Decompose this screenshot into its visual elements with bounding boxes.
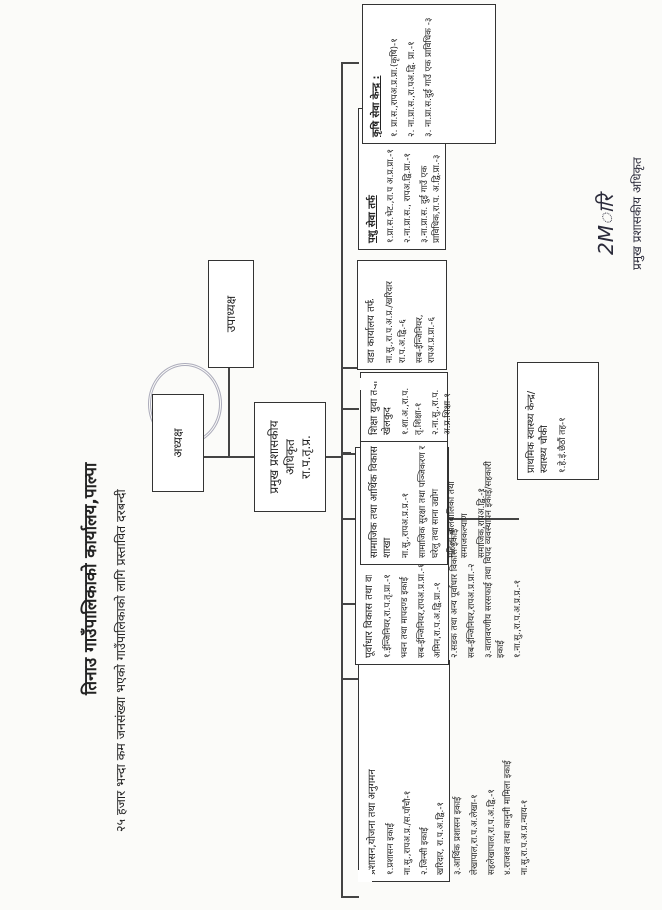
- unit-agri-list: १. प्रा.स.,रापअ.प्र.प्रा.(कृषि)-१ २. ना.प…: [389, 11, 435, 137]
- cao-line2: अधिकृत: [282, 439, 297, 475]
- unit-ward-box: वडा कार्यालय तर्फ ना.सु.,रा.प.अ.प्र./खरि…: [357, 260, 447, 370]
- unit-social-header: सामाजिक तथा आर्थिक विकास शाखा: [369, 446, 393, 558]
- staff-line: १.प्रशासन इकाई: [386, 823, 396, 875]
- cao-box: प्रमुख प्रशासकीय अधिकृत रा.प.तृ.प्र.: [254, 402, 326, 512]
- unit-education-list: १.शा.अ.,रा.प. तृ.शिक्षा-१ २.ना.सु.,रा.प. …: [400, 379, 455, 435]
- unit-health-box: प्राथमिक स्वास्थ्य केन्द्र/स्वास्थ्य चौक…: [517, 362, 599, 480]
- unit-social-box: सामाजिक तथा आर्थिक विकास शाखा ना.सु.,राप…: [360, 430, 487, 565]
- drop-admin: [341, 896, 359, 898]
- connector-vice-chair: [228, 368, 230, 458]
- page-title: तिनाउ गाउँपालिकाको कार्यालय,पाल्पा: [81, 462, 101, 695]
- branch-bus: [341, 63, 343, 898]
- staff-line: ३. ना.प्रा.स.दुई गाउँ एक प्राविधिक -३: [423, 17, 434, 137]
- vice-chair-box: उपाध्यक्ष: [208, 260, 254, 368]
- cao-line1: प्रमुख प्रशासकीय: [266, 420, 281, 494]
- staff-line: ना.सु.रा.प.अ.प्र.न्याय-१: [520, 799, 530, 875]
- staff-line: लेखापाल,रा.प.अ.लेखा-१: [469, 794, 480, 875]
- unit-health-list: १.हे.इं.छैठौं तह-१: [557, 369, 570, 473]
- staff-line: समाजिक,रापअ.द्वि.-१: [476, 487, 487, 558]
- drop-infra: [341, 678, 359, 680]
- staff-line: ना.सु.,रा.प.अ.प्र./खरिदार रा.प.अ.द्वि.-६: [385, 281, 408, 363]
- spacer-12: [358, 288, 372, 300]
- staff-line: महिला बालबालिका तथा समाजकल्याण: [447, 481, 470, 558]
- unit-agri-header: कृषि सेवा केन्द्र :: [371, 75, 382, 137]
- chair-label: अध्यक्ष: [170, 428, 185, 458]
- unit-social-list: ना.सु.,रापअ.प्र.प्र.-१ सामाजिक सुरक्षा तथ…: [400, 437, 489, 558]
- page-subtitle: २५ हजार भन्दा कम जनसंख्या भएको गाउँपालिक…: [113, 489, 128, 832]
- staff-line: १.शा.अ.,रा.प. तृ.शिक्षा-१: [401, 387, 424, 435]
- drop-ward: [341, 408, 359, 410]
- staff-line: ना.सु.,रापअ.प्र./स.पाँचौ-१: [402, 790, 413, 875]
- drop-health-stub: [341, 452, 351, 454]
- unit-agri-box: कृषि सेवा केन्द्र : १. प्रा.स.,रापअ.प्र.…: [362, 4, 496, 144]
- cao-line3: रा.प.तृ.प्र.: [299, 435, 314, 479]
- chair-box: अध्यक्ष: [152, 394, 204, 492]
- staff-line: ना.सु.,रापअ.प्र.प्र.-१: [401, 492, 411, 558]
- staff-line: १.ना.सु.,रा.प.अ.प्र.प्र.-१: [513, 579, 523, 658]
- staff-line: सहलेखापाल,रा.प.अ.द्वि.-१: [486, 789, 497, 875]
- staff-line: २.ना.सु.,रा.प. अ.प्र.शिक्षा-१: [430, 389, 454, 435]
- spacer-13: [361, 160, 375, 172]
- staff-line: खरिदार, रा.प.अ.द्वि.-१: [436, 801, 447, 875]
- staff-line: ४.राजश्व तथा कानुनी मामिला इकाई: [503, 760, 514, 875]
- staff-line: २. ना.प्रा.स.,रा.पअ.द्वि. प्रा.-१: [406, 41, 417, 137]
- unit-ward-list: ना.सु.,रा.प.अ.प्र./खरिदार रा.प.अ.द्वि.-६…: [384, 267, 439, 363]
- unit-admin-list: १.प्रशासन इकाई ना.सु.,रापअ.प्र./स.पाँचौ-१…: [385, 667, 532, 875]
- unit-health-header: प्राथमिक स्वास्थ्य केन्द्र/स्वास्थ्य चौक…: [526, 390, 550, 473]
- unit-admin-box: प्रशासन,योजना तथा अनुगमन १.प्रशासन इकाई न…: [358, 660, 530, 882]
- unit-admin-header: प्रशासन,योजना तथा अनुगमन: [367, 769, 378, 875]
- signature-scribble: 2Mारि: [594, 194, 618, 255]
- staff-line: ३.आर्थिक प्रशासन इकाई: [453, 796, 463, 875]
- connector-cao-bus: [326, 456, 342, 458]
- unit-ward-header: वडा कार्यालय तर्फ: [366, 298, 377, 363]
- staff-line: सब-ईन्जिनियर, रापअ.प्र.प्रा.-६: [414, 314, 438, 363]
- staff-line: १. प्रा.स.,रापअ.प्र.प्रा.(कृषि)-१: [390, 38, 400, 137]
- signature-role: प्रमुख प्रशासकीय अधिकृत: [630, 157, 644, 270]
- staff-line: सामाजिक सुरक्षा तथा पञ्जिकरण र घरेलु तथा…: [417, 445, 441, 558]
- staff-line: २.जिन्सी इकाई: [419, 827, 430, 875]
- spacer: [358, 870, 372, 882]
- vice-chair-label: उपाध्यक्ष: [223, 295, 238, 333]
- staff-line: १.हे.इं.छैठौं तह-१: [558, 417, 568, 473]
- drop-agri: [341, 62, 359, 64]
- spacer-11: [360, 378, 374, 390]
